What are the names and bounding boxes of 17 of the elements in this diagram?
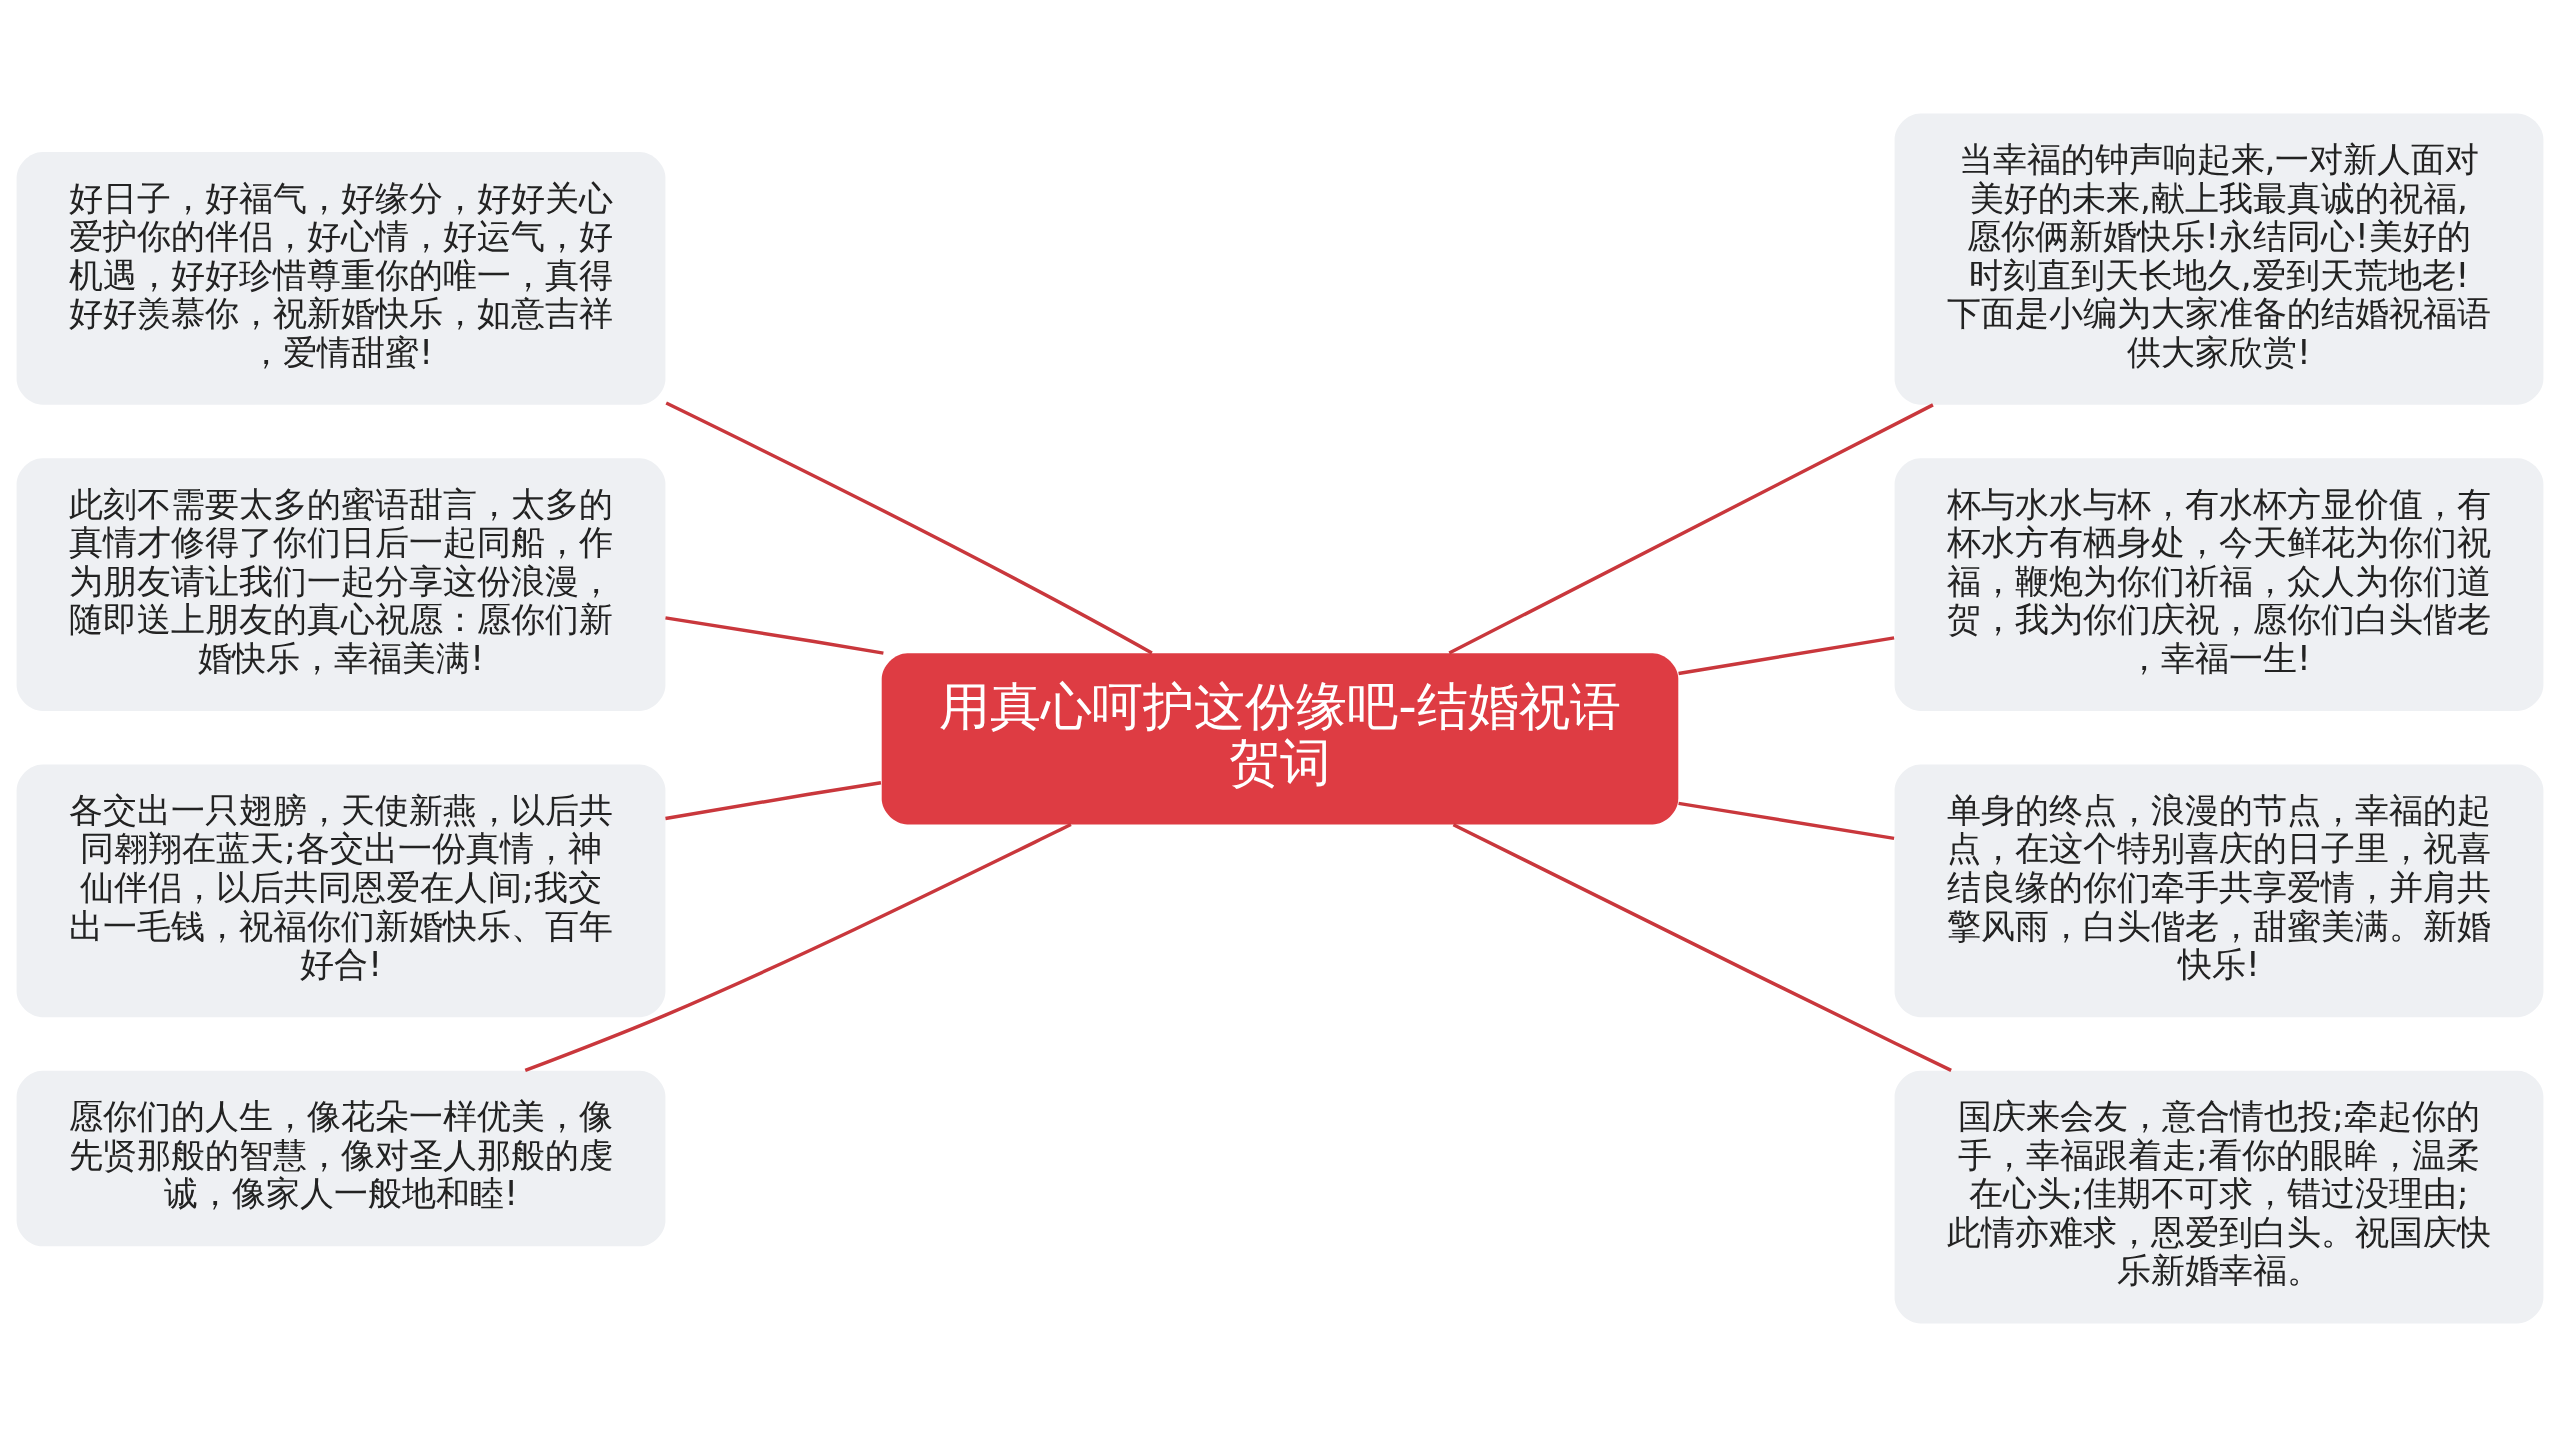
node-box: 杯与水水与杯，有水杯方显价值，有杯水方有栖身处，今天鲜花为你们祝福，鞭炮为你们祈福，众人为你们道贺，我为你们庆祝，愿你们白头偕老，幸福一生!	[1894, 458, 2544, 711]
connector	[665, 616, 884, 655]
connector	[1448, 403, 1934, 655]
connector	[524, 823, 1072, 1073]
node-box: 国庆来会友，意合情也投;牵起你的手，幸福跟着走;看你的眼眸，温柔在心头;佳期不可求，错过没理由;此情亦难求，恩爱到白头。祝国庆快乐新婚幸福。	[1894, 1070, 2544, 1324]
connector	[1452, 823, 1952, 1072]
node-box: 单身的终点，浪漫的节点，幸福的起点，在这个特别喜庆的日子里，祝喜结良缘的你们牵手共享爱情，并肩共擎风雨，白头偕老，甜蜜美满。新婚快乐!	[1894, 764, 2544, 1018]
node-box: 此刻不需要太多的蜜语甜言，太多的真情才修得了你们日后一起同船，作为朋友请让我们一起分享这份浪漫，随即送上朋友的真心祝愿：愿你们新婚快乐，幸福美满!	[16, 458, 666, 711]
connector	[665, 401, 1153, 655]
node-box: 愿你们的人生，像花朵一样优美，像先贤那般的智慧，像对圣人那般的虔诚，像家人一般地和睦!	[16, 1070, 666, 1247]
node-box: 当幸福的钟声响起来,一对新人面对美好的未来,献上我最真诚的祝福,愿你俩新婚快乐!永结同心!美好的时刻直到天长地久,爱到天荒地老!下面是小编为大家准备的结婚祝福语供大家欣赏!	[1894, 113, 2544, 405]
connector	[1678, 636, 1895, 676]
node-box: 好日子，好福气，好缘分，好好关心爱护你的伴侣，好心情，好运气，好机遇，好好珍惜尊重你的唯一，真得好好羡慕你，祝新婚快乐，如意吉祥，爱情甜蜜!	[16, 152, 666, 405]
node-box: 用真心呵护这份缘吧-结婚祝语贺词	[881, 653, 1679, 825]
connector	[1678, 801, 1895, 841]
connector	[665, 781, 882, 821]
node-box: 各交出一只翅膀，天使新燕，以后共同翱翔在蓝天;各交出一份真情，神仙伴侣，以后共同恩爱在人间;我交出一毛钱，祝福你们新婚快乐、百年好合!	[16, 764, 666, 1018]
